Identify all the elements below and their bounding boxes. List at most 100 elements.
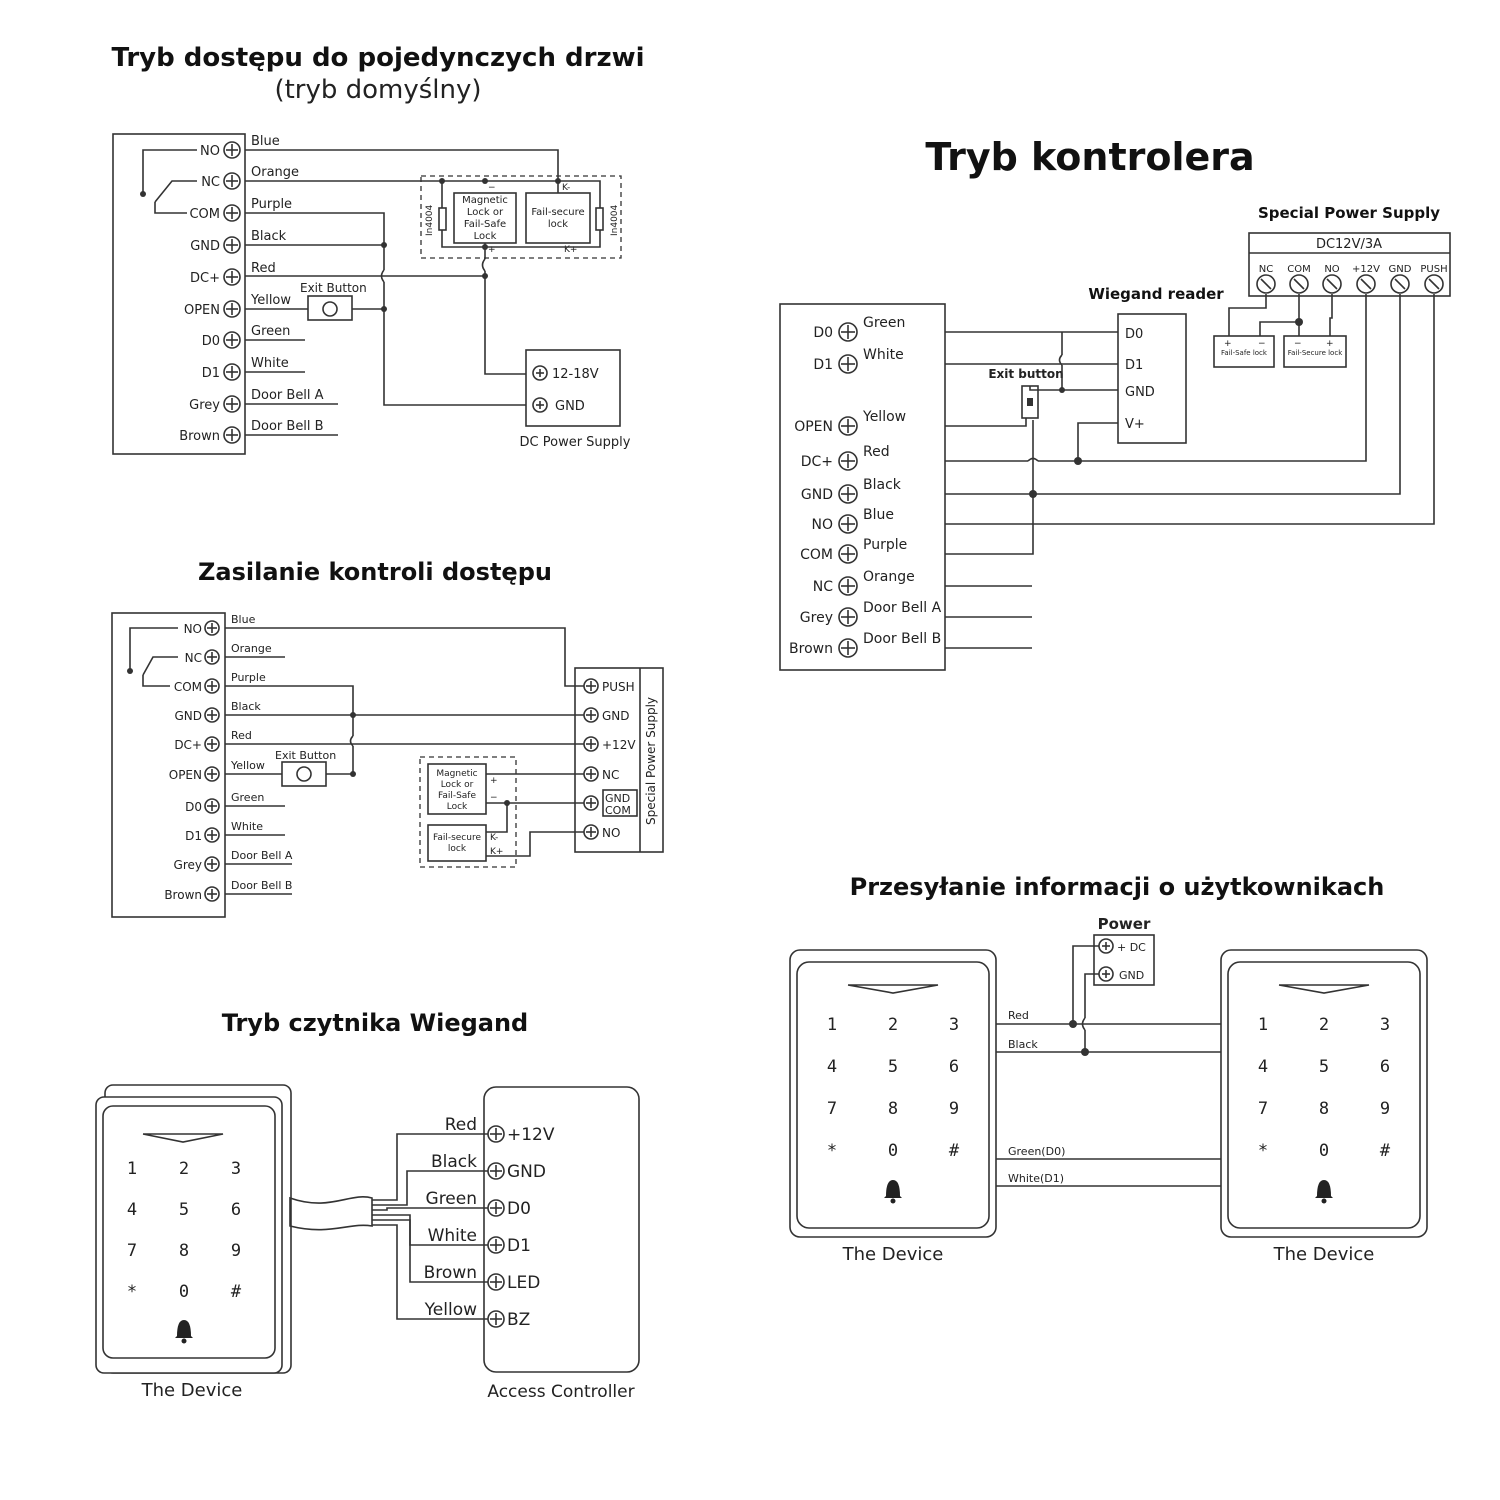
svg-text:+: +: [490, 776, 498, 786]
terminal-label: Grey: [189, 398, 220, 413]
wire-label: Purple: [231, 671, 266, 684]
keypad-key[interactable]: 5: [179, 1200, 189, 1220]
controller-terminal: [487, 1125, 505, 1143]
exit-button[interactable]: [307, 295, 353, 321]
lock-box: [420, 175, 622, 259]
keypad-key[interactable]: #: [231, 1282, 242, 1302]
terminal-5: [223, 300, 241, 318]
keypad-key[interactable]: 7: [827, 1099, 837, 1119]
keypad-key[interactable]: 7: [127, 1241, 137, 1261]
terminal-8: [838, 607, 858, 627]
keypad-key[interactable]: 6: [1380, 1057, 1390, 1077]
access-controller: [483, 1086, 640, 1373]
terminal-label: COM: [189, 207, 220, 222]
special-power-supply: [1248, 232, 1451, 297]
keypad-key[interactable]: 7: [1258, 1099, 1268, 1119]
wiegand-reader-label: Wiegand reader: [1088, 285, 1224, 303]
svg-text:GND: GND: [1119, 969, 1144, 982]
sps-terminal-label: PUSH: [602, 680, 635, 694]
terminal-2: [838, 416, 858, 436]
terminal-2: [223, 204, 241, 222]
sps-terminal-gnd-com: [583, 795, 599, 811]
keypad-key[interactable]: 4: [1258, 1057, 1268, 1077]
svg-text:−: −: [490, 793, 498, 803]
bell-icon[interactable]: [175, 1320, 193, 1344]
controller-terminal-label: GND: [507, 1162, 546, 1182]
keypad-key[interactable]: *: [1258, 1141, 1268, 1161]
diode-right: [595, 207, 604, 231]
svg-text:Fail-Safe lock: Fail-Safe lock: [1221, 349, 1268, 357]
keypad-key[interactable]: 8: [1319, 1099, 1329, 1119]
keypad-key[interactable]: 0: [888, 1141, 898, 1161]
keypad-key[interactable]: 8: [179, 1241, 189, 1261]
keypad-key[interactable]: 1: [1258, 1015, 1268, 1035]
title-controller-mode: Tryb kontrolera: [925, 135, 1254, 179]
dc-power-supply-label: DC Power Supply: [520, 435, 631, 450]
access-controller-label: Access Controller: [487, 1382, 634, 1402]
keypad-key[interactable]: 0: [1319, 1141, 1329, 1161]
keypad-key[interactable]: 3: [231, 1159, 241, 1179]
wire-label: Black: [863, 477, 902, 493]
keypad-key[interactable]: 6: [231, 1200, 241, 1220]
terminal-0: [223, 141, 241, 159]
device-terminal-block: [112, 133, 246, 455]
controller-terminal: [487, 1236, 505, 1254]
keypad-key[interactable]: #: [1380, 1141, 1391, 1161]
terminal-label: Grey: [174, 858, 202, 872]
keypad-key[interactable]: 4: [127, 1200, 137, 1220]
device-label-3: The Device: [141, 1380, 243, 1401]
keypad-key[interactable]: *: [827, 1141, 837, 1161]
sps-terminal: [583, 678, 599, 694]
keypad-key[interactable]: 0: [179, 1282, 189, 1302]
sps-terminal-label: COM: [1287, 264, 1310, 275]
controller-terminal-label: BZ: [507, 1310, 530, 1330]
terminal-label: COM: [174, 680, 202, 694]
keypad-key[interactable]: 9: [231, 1241, 241, 1261]
svg-text:V+: V+: [1125, 417, 1145, 432]
sps-terminal: [583, 736, 599, 752]
terminal-9: [838, 638, 858, 658]
wire-label: Yellow: [230, 759, 265, 772]
keypad-key[interactable]: 4: [827, 1057, 837, 1077]
svg-text:In4004: In4004: [425, 204, 435, 236]
controller-terminal: [487, 1162, 505, 1180]
sps-terminal-label: PUSH: [1420, 264, 1447, 275]
sps-screw-terminal: [1424, 274, 1444, 294]
sps-terminal: [583, 766, 599, 782]
wire-label: Red: [863, 444, 890, 460]
svg-text:White(D1): White(D1): [1008, 1172, 1064, 1185]
wire-label: Yellow: [250, 293, 291, 308]
terminal-label: Brown: [789, 641, 833, 657]
keypad-key[interactable]: 5: [1319, 1057, 1329, 1077]
fail-secure-lock-small: [1283, 335, 1347, 368]
keypad-key[interactable]: 2: [179, 1159, 189, 1179]
fail-safe-lock-small: [1213, 335, 1275, 368]
keypad-key[interactable]: 2: [888, 1015, 898, 1035]
terminal-label: GND: [190, 239, 220, 254]
terminal-8: [223, 395, 241, 413]
keypad-key[interactable]: 5: [888, 1057, 898, 1077]
wire-label: Green: [251, 324, 290, 339]
keypad-key[interactable]: 2: [1319, 1015, 1329, 1035]
keypad-key[interactable]: #: [949, 1141, 960, 1161]
sps-terminal-label: GND: [1389, 264, 1412, 275]
terminal-9: [223, 426, 241, 444]
controller-terminal: [487, 1199, 505, 1217]
keypad-key[interactable]: 9: [949, 1099, 959, 1119]
keypad-key[interactable]: 1: [827, 1015, 837, 1035]
keypad-key[interactable]: 3: [1380, 1015, 1390, 1035]
keypad-key[interactable]: *: [127, 1282, 137, 1302]
controller-wire-label: Black: [431, 1152, 477, 1172]
keypad-key[interactable]: 1: [127, 1159, 137, 1179]
keypad-key[interactable]: 8: [888, 1099, 898, 1119]
keypad-key[interactable]: 9: [1380, 1099, 1390, 1119]
bell-icon[interactable]: [1315, 1180, 1333, 1204]
wiegand-reader: [1117, 313, 1187, 444]
terminal-label: COM: [800, 547, 833, 563]
keypad-key[interactable]: 6: [949, 1057, 959, 1077]
power-gnd-terminal: [1098, 966, 1114, 982]
bell-icon[interactable]: [884, 1180, 902, 1204]
wire-label: Door Bell A: [251, 388, 324, 403]
keypad-key[interactable]: 3: [949, 1015, 959, 1035]
svg-text:Exit Button: Exit Button: [275, 749, 336, 762]
